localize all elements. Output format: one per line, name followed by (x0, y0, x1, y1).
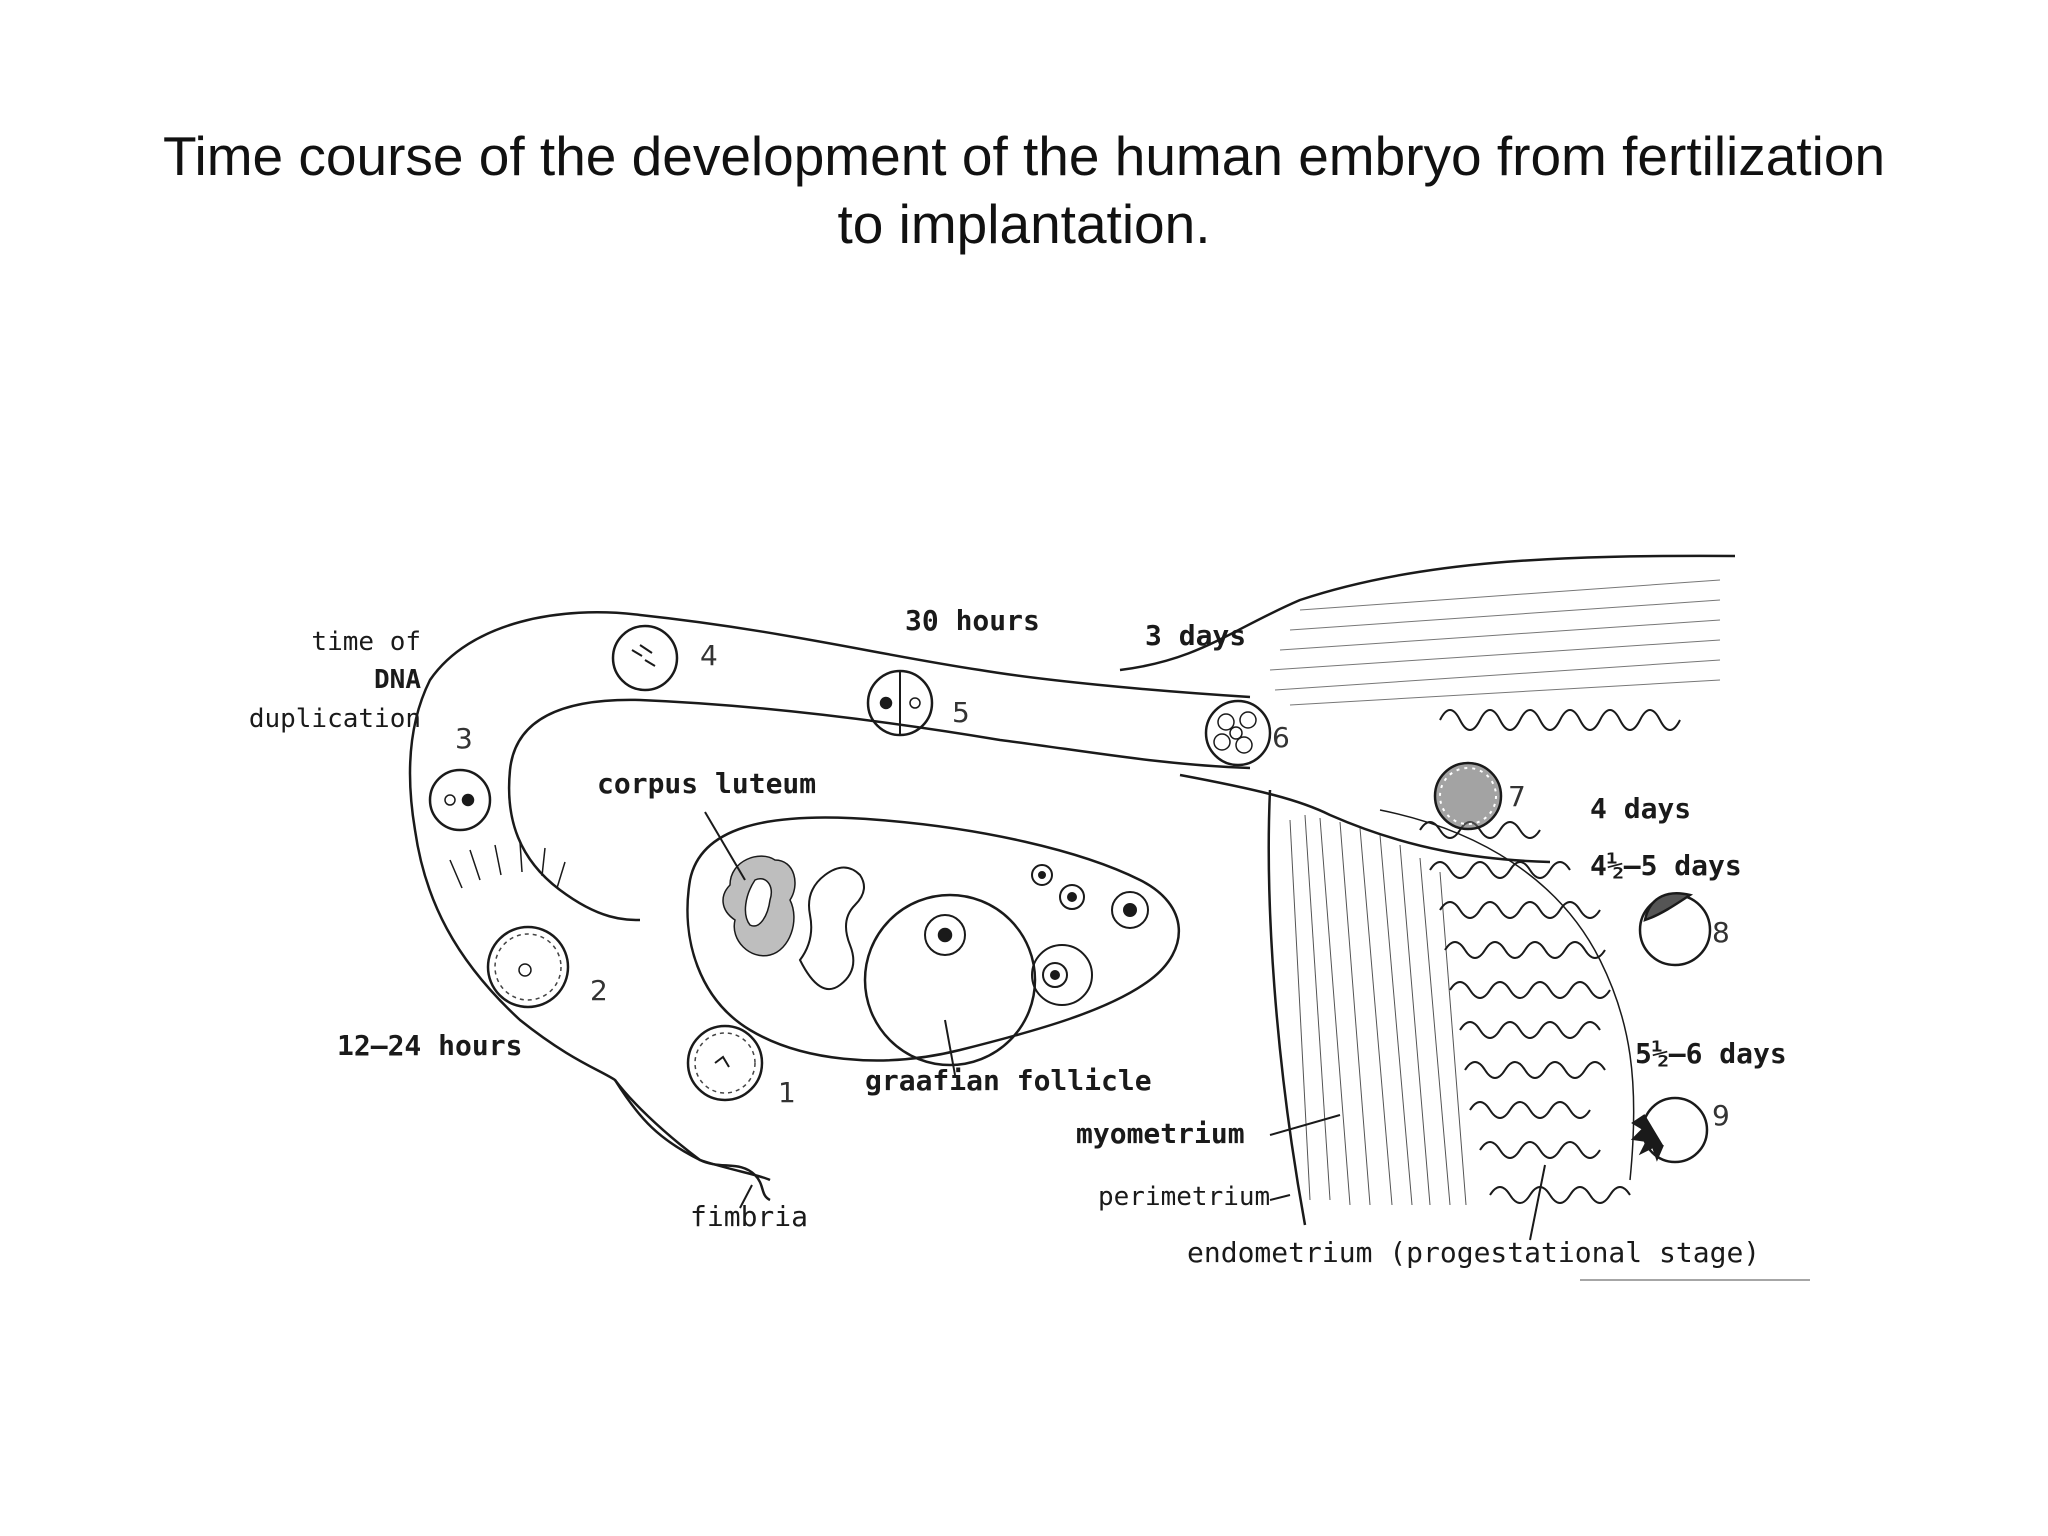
stage-5-two-cell (866, 669, 934, 737)
uterus-wall (1267, 579, 1721, 1226)
label-perimetrium: perimetrium (1098, 1182, 1270, 1212)
uterine-tube (408, 554, 1736, 1182)
label-dna: DNA (374, 665, 421, 695)
stage-number-1: 1 (778, 1076, 796, 1109)
stage-9-implantation (1630, 1096, 1709, 1164)
stage-8-blastocyst (1638, 892, 1712, 967)
label-30-hours: 30 hours (905, 604, 1040, 637)
sperm-cells (449, 841, 566, 889)
embryo-stages (428, 624, 1712, 1164)
corpus-luteum (722, 855, 796, 957)
stage-number-3: 3 (455, 722, 473, 755)
corpus-luteum-leader (704, 811, 746, 881)
label-4-5-days: 4½–5 days (1590, 849, 1742, 882)
label-4-days: 4 days (1590, 792, 1691, 825)
perimetrium-line (1267, 789, 1307, 1226)
ovary-outline (686, 816, 1181, 1062)
small-follicles (1031, 864, 1149, 1006)
stage-2-fertilization (449, 841, 570, 1009)
tube-inner-wall (507, 698, 1251, 922)
leader-lines (704, 811, 1546, 1241)
stage-number-9: 9 (1712, 1099, 1730, 1132)
ovary (686, 816, 1181, 1067)
graafian-leader (944, 1019, 956, 1076)
tube-uterine-junction (1119, 554, 1736, 672)
graafian-follicle-shape (863, 893, 1037, 1067)
myometrium-leader (1269, 1114, 1341, 1136)
perimetrium-leader (1269, 1194, 1291, 1201)
label-12-24-hours: 12–24 hours (337, 1029, 522, 1062)
label-5-6-days: 5½–6 days (1635, 1037, 1787, 1070)
label-3-days: 3 days (1145, 619, 1246, 652)
label-corpus-luteum: corpus luteum (597, 767, 816, 800)
stage-number-2: 2 (590, 974, 608, 1007)
label-graafian-follicle: graafian follicle (865, 1064, 1152, 1097)
endometrial-glands (1419, 709, 1681, 1204)
stage-number-8: 8 (1712, 916, 1730, 949)
slide-title: Time course of the development of the hu… (100, 122, 1948, 258)
label-myometrium: myometrium (1076, 1117, 1245, 1150)
label-duplication: duplication (249, 704, 421, 734)
stage-number-6: 6 (1272, 721, 1290, 754)
stage-numbers: 1 2 3 4 5 6 7 8 9 (455, 639, 1730, 1132)
degenerating-follicle (798, 866, 865, 991)
stage-number-5: 5 (952, 696, 970, 729)
label-time-of: time of (311, 627, 421, 657)
fimbria-leader (739, 1184, 753, 1209)
tube-lower-wall (1179, 773, 1551, 864)
upper-uterus-hatching (1269, 579, 1721, 706)
stage-4-dna-duplication (611, 624, 679, 692)
title-line-2: to implantation. (837, 193, 1211, 255)
stage-6-cleavage (1204, 699, 1272, 767)
label-fimbria: fimbria (690, 1200, 808, 1233)
stage-3-zygote (428, 768, 492, 832)
stage-number-7: 7 (1508, 780, 1526, 813)
uterine-cavity-boundary (1379, 809, 1635, 1181)
label-endometrium: endometrium (progestational stage) (1187, 1236, 1760, 1269)
endometrium-leader (1529, 1164, 1546, 1241)
title-line-1: Time course of the development of the hu… (162, 125, 1886, 187)
stage-7-morula (1433, 761, 1503, 831)
fimbria-shape (613, 1079, 771, 1202)
stage-number-4: 4 (700, 639, 718, 672)
tube-outer-wall (408, 611, 1251, 1182)
stage-1-oocyte (686, 1024, 764, 1102)
myometrium-hatching (1289, 814, 1467, 1206)
diagram-labels: time of DNA duplication 30 hours 3 days … (249, 604, 1787, 1269)
